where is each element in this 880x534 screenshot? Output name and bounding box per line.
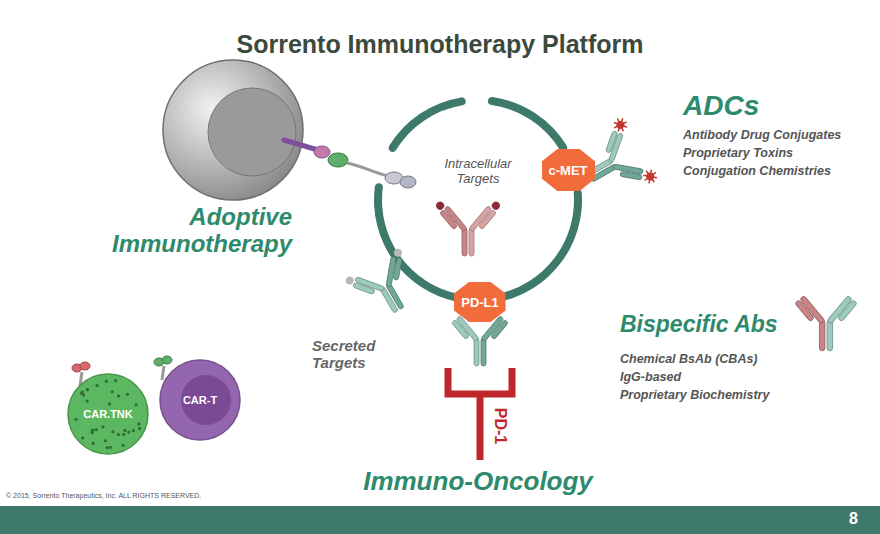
ring-segment: [494, 189, 582, 302]
section-heading: Immuno-Oncology: [363, 467, 593, 496]
node-label: PD-L1: [461, 295, 499, 310]
car-scfv: [400, 176, 416, 188]
footer-bar: [0, 506, 880, 534]
ring-segment: [389, 97, 466, 152]
node-label: CAR.TNK: [83, 408, 133, 420]
feature-item: Antibody Drug Conjugates: [683, 128, 841, 142]
car-costim-domain: [314, 146, 330, 158]
section-heading: Adoptive Immunotherapy: [92, 204, 292, 258]
node-label: CAR-T: [183, 394, 217, 406]
feature-item: Chemical BsAb (CBAs): [620, 352, 758, 366]
section-heading: Bispecific Abs: [620, 312, 778, 338]
ring-segment: [488, 97, 567, 152]
car-transmembrane: [328, 153, 348, 167]
receptor-label: PD-1: [491, 408, 509, 444]
feature-item: Conjugation Chemistries: [683, 164, 831, 178]
title: Sorrento Immunotherapy Platform: [237, 30, 644, 58]
car-hinge: [347, 163, 388, 176]
secreted-antibody: [341, 244, 429, 328]
feature-item: IgG-based: [620, 370, 681, 384]
target-octagon: PD-L1: [454, 282, 506, 322]
target-octagon: c-MET: [542, 149, 595, 191]
car-tnk-cell: CAR.TNK: [67, 373, 149, 455]
target-label: Intracellular Targets: [432, 157, 524, 186]
page-number: 8: [849, 510, 858, 528]
pd1-receptor: [448, 368, 512, 460]
feature-item: Proprietary Toxins: [683, 146, 793, 160]
cell-body: [163, 60, 303, 200]
node-label: c-MET: [549, 163, 588, 178]
car-signal-domain: [284, 140, 318, 150]
target-label: Secreted Targets: [312, 338, 402, 372]
checkpoint-antibody: [452, 316, 509, 366]
platform-ring: [374, 97, 582, 302]
cell-nucleus: [208, 88, 296, 176]
car-t-cell: CAR-T: [159, 359, 241, 441]
bispecific-antibody: [795, 295, 858, 350]
feature-item: Proprietary Biochemistry: [620, 388, 769, 402]
ring-segment: [374, 183, 462, 302]
section-heading: ADCs: [683, 90, 759, 121]
copyright-note: © 2015, Sorrento Therapeutics, Inc. ALL …: [6, 492, 201, 500]
intracellular-antibody: [434, 199, 503, 256]
